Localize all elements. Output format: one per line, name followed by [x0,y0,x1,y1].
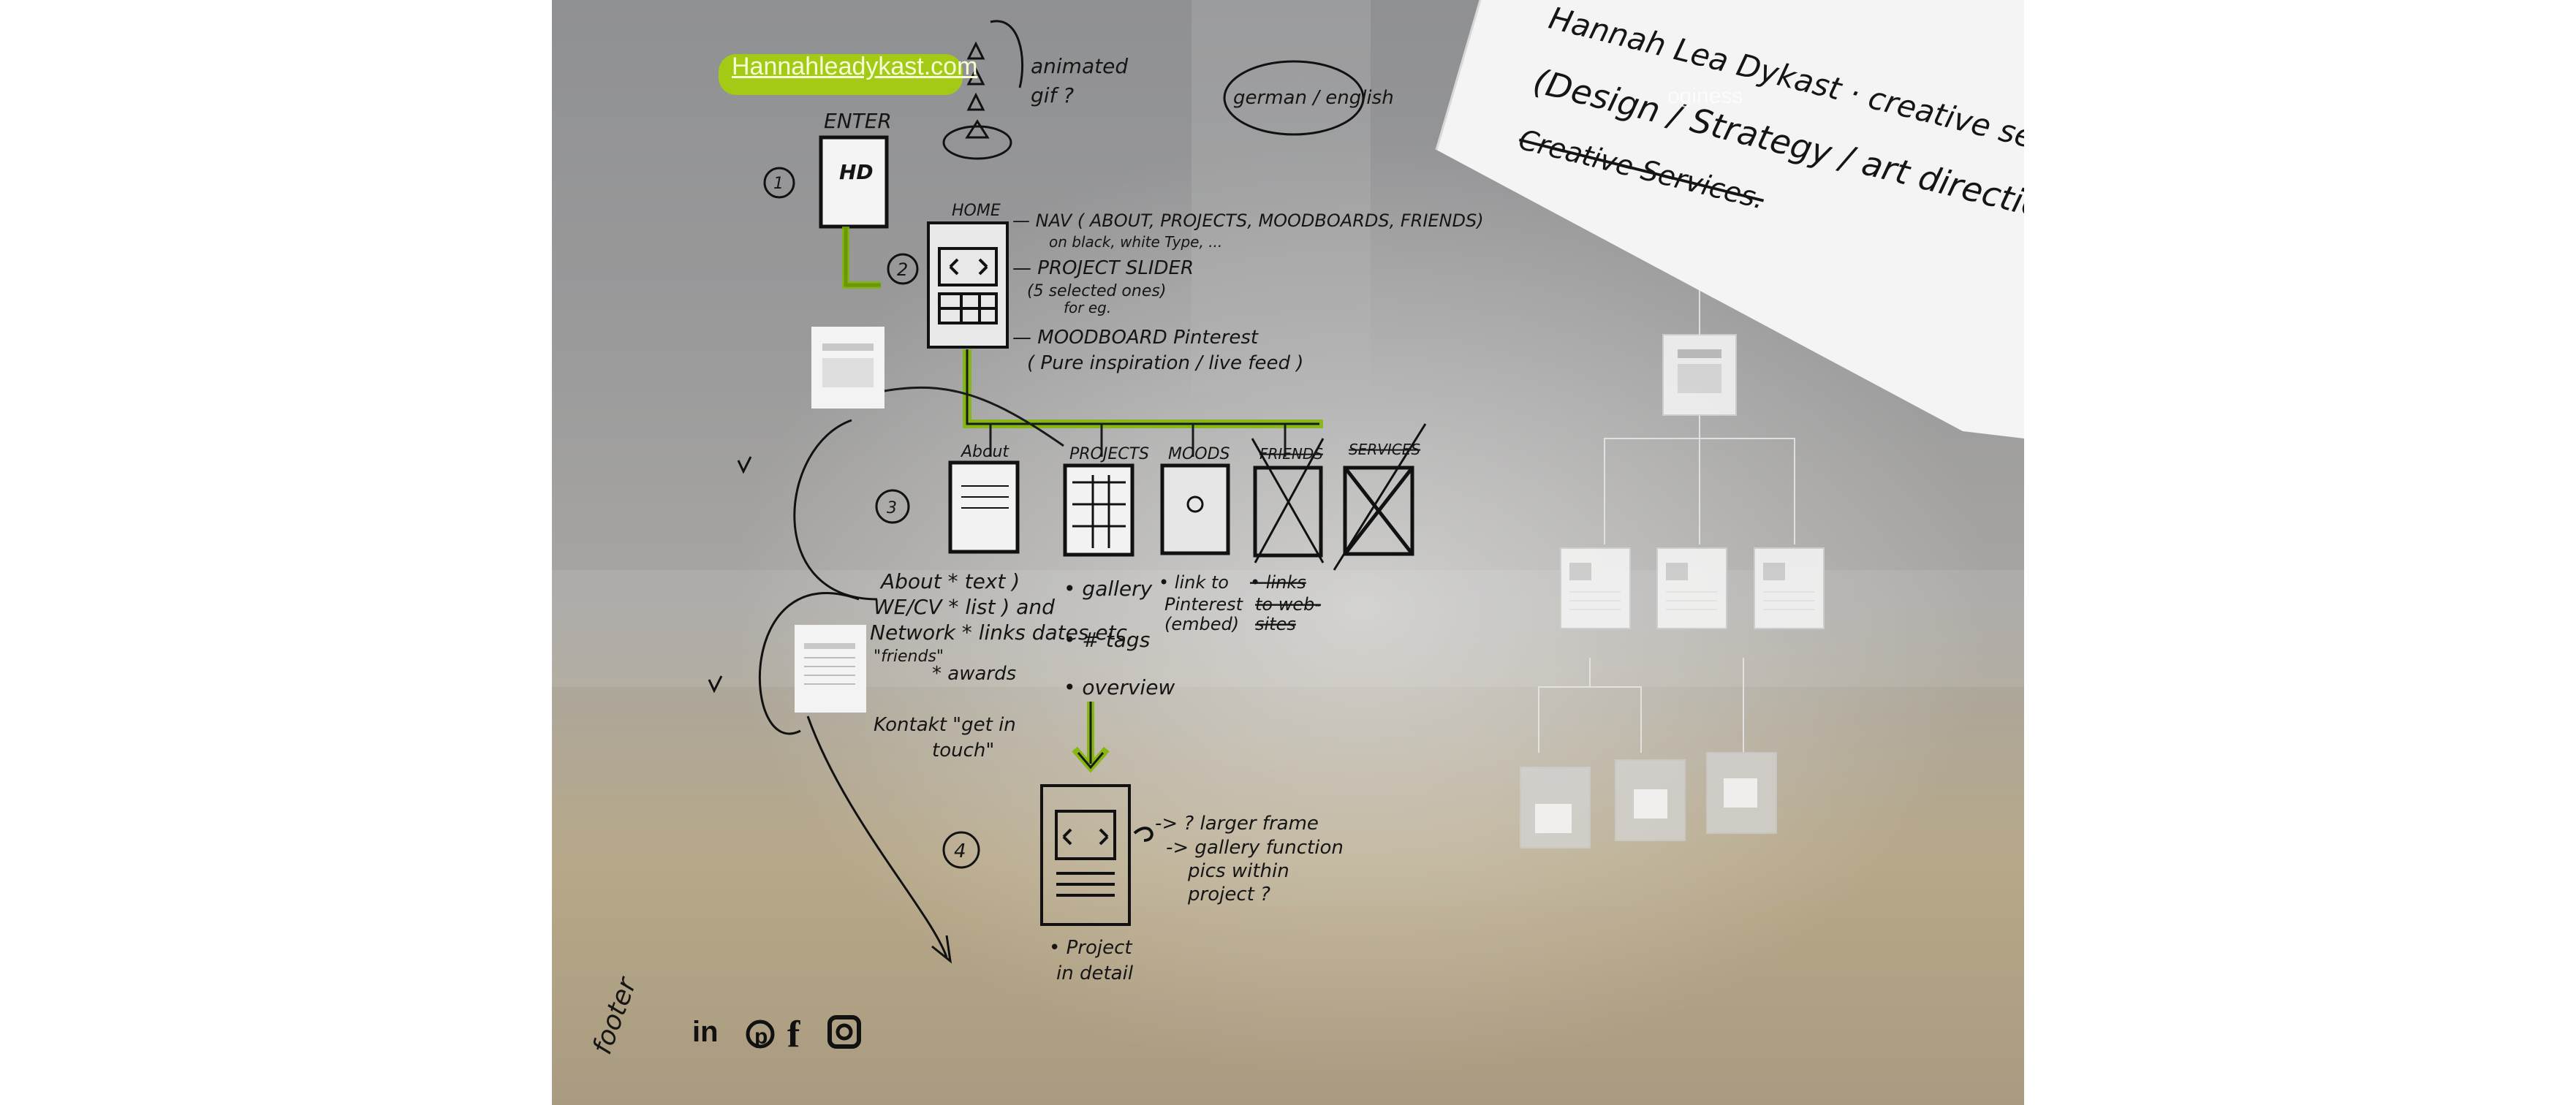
svg-text:p: p [754,1025,768,1049]
svg-text:— PROJECT SLIDER: — PROJECT SLIDER [1012,257,1194,279]
sketch-drawing: Hannah Lea Dykast · creative services (D… [552,0,2024,1105]
url-highlight [719,54,963,95]
detail-screen-sketch [942,784,1153,926]
home-screen-sketch [927,221,1009,349]
svg-text:• link to: • link to [1159,572,1229,593]
svg-text:touch": touch" [932,740,994,762]
animated-note-line-1: animated [1031,54,1128,78]
step-1: 1 [773,175,784,193]
language-note: german / english [1233,87,1394,109]
section-projects: PROJECTS [1069,445,1149,463]
svg-text:• gallery: • gallery [1064,577,1153,601]
svg-text:WE/CV * list ) and: WE/CV * list ) and [874,595,1055,619]
svg-text:"friends": "friends" [874,648,944,666]
svg-text:to web-: to web- [1255,594,1321,615]
about-notes: About * text ) WE/CV * list ) and Networ… [870,569,1134,762]
detail-label-line-2: in detail [1056,962,1134,984]
linkedin-icon: in [692,1016,719,1048]
svg-text:About * text ): About * text ) [879,569,1020,593]
social-icons: in p f ig [692,1014,861,1055]
section-moods: MOODS [1168,445,1230,463]
printed-card-left [795,327,884,713]
branch-lines [884,349,1323,457]
section-boxes [948,423,1427,571]
svg-text:• overview: • overview [1064,675,1175,699]
detail-arrow [1072,702,1110,773]
svg-text:* awards: * awards [932,663,1016,685]
svg-text:• # tags: • # tags [1064,628,1150,652]
triangle-sketches [942,20,1365,160]
svg-text:(embed): (embed) [1164,614,1239,634]
svg-text:— NAV ( ABOUT, PROJECTS, MOODB: — NAV ( ABOUT, PROJECTS, MOODBOARDS, FRI… [1012,210,1484,231]
detail-label-line-1: • Project [1049,937,1132,959]
svg-text:-> ? larger frame: -> ? larger frame [1155,813,1319,835]
section-about: About [960,443,1009,461]
overlay-word: oginess [1667,84,1743,108]
whiteboard-photo: Hannah Lea Dykast · creative services (D… [552,0,2024,1105]
svg-text:Pinterest: Pinterest [1164,594,1244,615]
projects-notes: • gallery • # tags • overview [1064,577,1175,699]
home-label: HOME [952,202,1001,220]
svg-text:(5 selected ones): (5 selected ones) [1027,282,1166,300]
facebook-icon: f [787,1014,800,1055]
svg-text:project ?: project ? [1187,884,1270,905]
svg-text:on black, white Type, ...: on black, white Type, ... [1049,233,1222,251]
step-2: 2 [897,259,908,280]
pinterest-icon [746,1019,775,1049]
enter-label: ENTER [824,109,892,133]
site-url: Hannahleadykast.com [732,53,978,80]
svg-text:pics within: pics within [1187,860,1289,882]
section-services: SERVICES [1349,441,1420,458]
step-3: 3 [887,499,897,517]
section-friends: FRIENDS [1259,445,1323,463]
svg-text:sites: sites [1255,614,1296,634]
svg-text:• links: • links [1250,572,1306,593]
friends-notes: • links to web- sites [1250,572,1321,634]
banner-card [1435,0,2024,438]
svg-text:( Pure inspiration / live feed: ( Pure inspiration / live feed ) [1027,352,1303,374]
animated-note-line-2: gif ? [1031,83,1074,107]
enter-screen-sketch [763,135,919,289]
svg-text:-> gallery function: -> gallery function [1166,837,1344,859]
detail-notes: -> ? larger frame -> gallery function pi… [1155,813,1344,905]
instagram-icon [827,1015,861,1049]
svg-text:Network * links dates etc.: Network * links dates etc. [870,620,1134,645]
svg-text:Kontakt "get in: Kontakt "get in [874,714,1016,736]
moods-notes: • link to Pinterest (embed) [1159,572,1244,634]
svg-text:— MOODBOARD Pinterest: — MOODBOARD Pinterest [1012,327,1259,349]
printed-sitemap-ghost [1192,0,1825,848]
home-notes: — NAV ( ABOUT, PROJECTS, MOODBOARDS, FRI… [1012,210,1484,374]
logo-mark: HD [839,160,874,184]
svg-text:for eg.: for eg. [1064,299,1111,316]
loop-strokes [708,419,952,964]
step-4: 4 [954,840,966,862]
